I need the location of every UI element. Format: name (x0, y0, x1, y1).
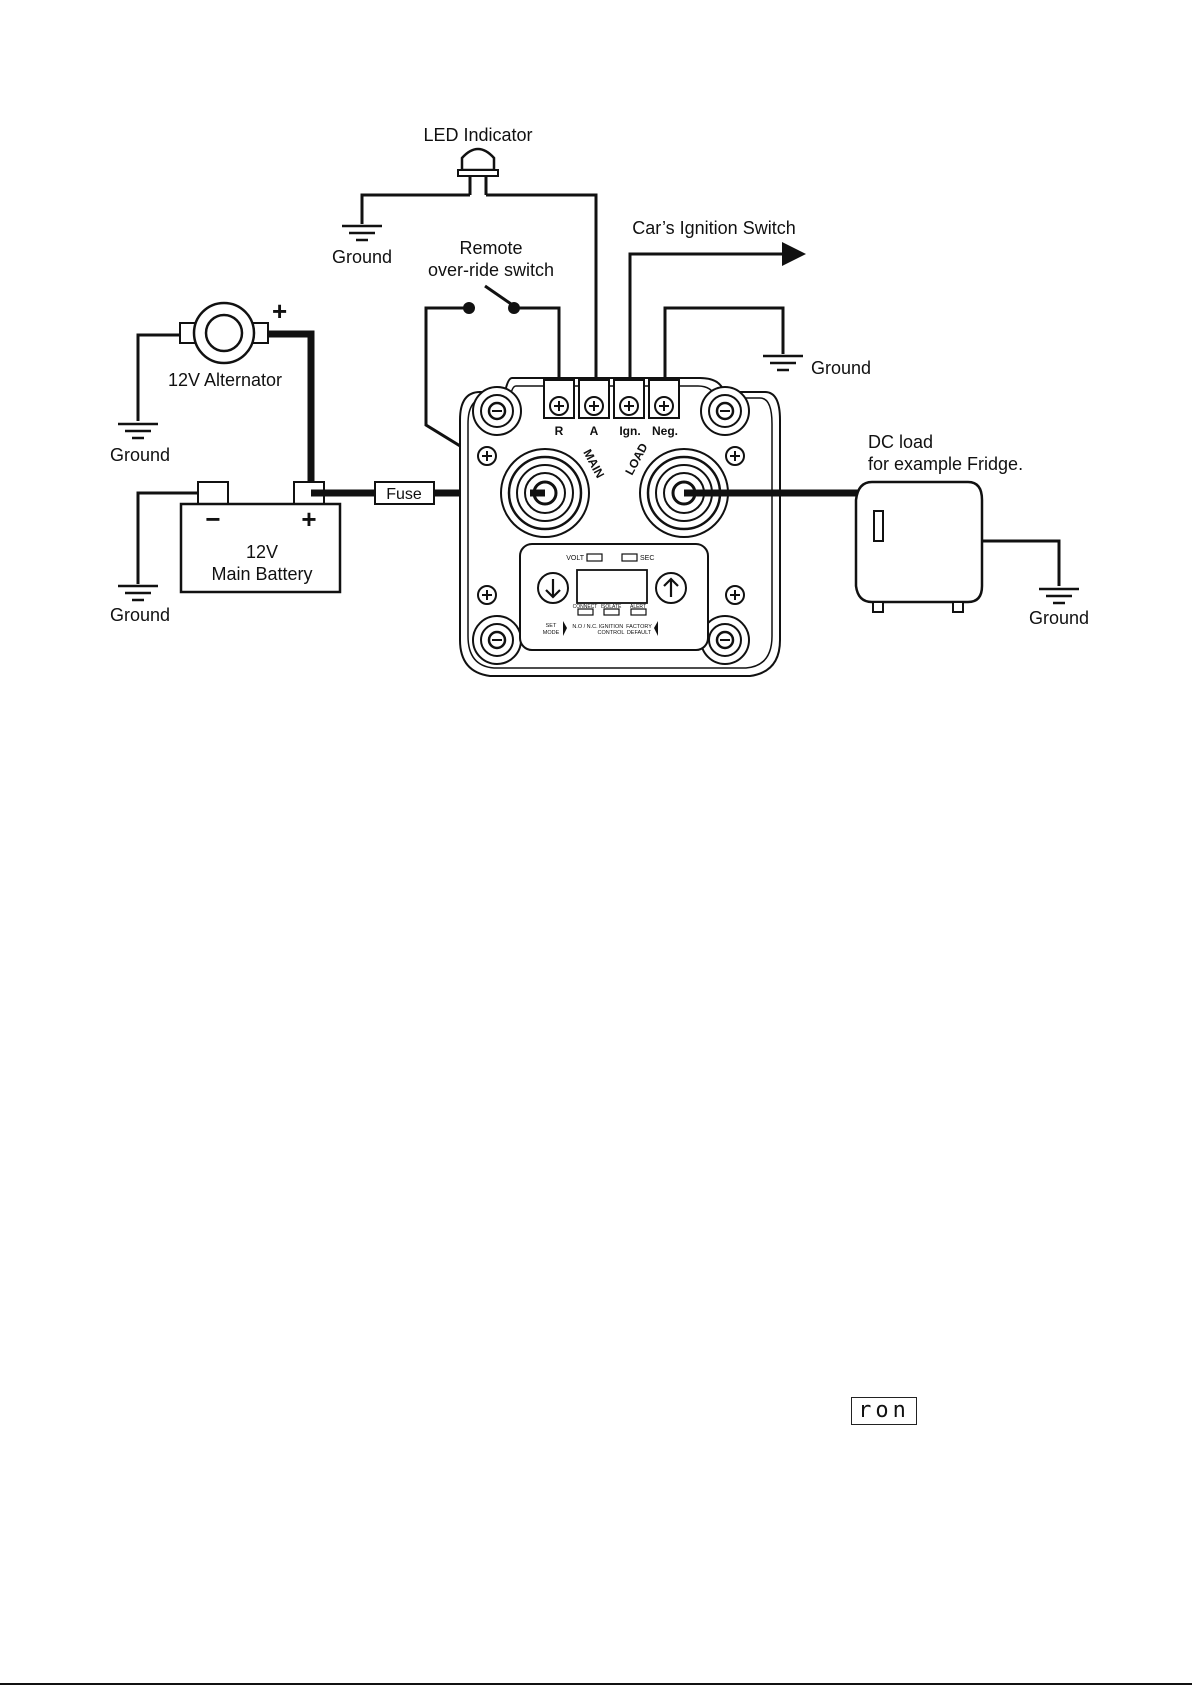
led-icon (458, 149, 498, 195)
alternator-icon (180, 303, 268, 363)
ground-icon (118, 424, 158, 438)
screw-icon (478, 447, 496, 465)
terminal-r-label: R (555, 424, 564, 438)
remote-label-line2: over-ride switch (428, 260, 554, 280)
screw-icon (478, 586, 496, 604)
isolate-label: ISOLATE (601, 604, 622, 610)
ground-icon (1039, 589, 1079, 603)
dc-load-label-line2: for example Fridge. (868, 454, 1023, 474)
screw-icon (726, 447, 744, 465)
alternator-label: 12V Alternator (168, 370, 282, 390)
fuse-label: Fuse (386, 486, 422, 503)
led-indicator-label: LED Indicator (423, 125, 532, 145)
mount-bottom-left (473, 616, 521, 664)
alternator-plus-label: + (272, 296, 287, 326)
ground-label-neg: Ground (811, 358, 871, 378)
ground-label-fridge: Ground (1029, 608, 1089, 628)
sec-label: SEC (640, 555, 654, 562)
display-readout: ron (851, 1397, 917, 1425)
battery-voltage-label: 12V (246, 542, 278, 562)
terminal-a-label: A (590, 424, 599, 438)
dc-load-label-line1: DC load (868, 432, 933, 452)
ground-icon (763, 356, 803, 370)
ground-label-battery: Ground (110, 605, 170, 625)
mode-label: MODE (543, 630, 560, 636)
terminal-ign-label: Ign. (619, 424, 640, 438)
ignition-switch-label: Car’s Ignition Switch (632, 218, 795, 238)
ignition-wire (630, 254, 785, 380)
terminal-neg-label: Neg. (652, 424, 678, 438)
arrow-right-icon (782, 242, 806, 266)
mount-top-right (701, 387, 749, 435)
remote-label-line1: Remote (459, 238, 522, 258)
battery-plus-label: + (301, 504, 316, 534)
ground-icon (342, 226, 382, 240)
volt-label: VOLT (566, 555, 584, 562)
alert-label: ALERT (630, 604, 646, 610)
led-ground-wire (362, 195, 470, 224)
default-label: DEFAULT (627, 630, 652, 636)
mount-top-left (473, 387, 521, 435)
switch-icon (463, 286, 520, 314)
fridge-icon (856, 482, 982, 612)
ground-label-led: Ground (332, 247, 392, 267)
led-anode-wire (486, 195, 596, 380)
connect-label: CONNECT (573, 604, 598, 610)
control-label: CONTROL (598, 630, 625, 636)
battery-name-label: Main Battery (211, 564, 312, 584)
battery-minus-label: − (205, 504, 220, 534)
fridge-ground-wire (982, 541, 1059, 586)
neg-ground-wire (665, 308, 783, 380)
alternator-positive-cable (268, 334, 311, 492)
no-nc-label: N.O / N.C. (572, 624, 598, 630)
up-arrow-icon (656, 573, 686, 603)
screw-icon (726, 586, 744, 604)
set-label: SET (546, 623, 557, 629)
down-arrow-icon (538, 573, 568, 603)
ground-label-alternator: Ground (110, 445, 170, 465)
ground-icon (118, 586, 158, 600)
remote-wire-r (514, 308, 559, 380)
